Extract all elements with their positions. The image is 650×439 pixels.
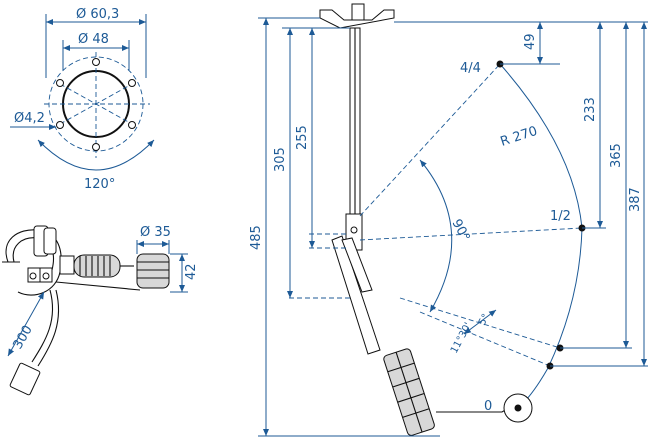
angle-5-label: 5° — [477, 312, 492, 327]
depth-255-label: 255 — [295, 125, 310, 150]
float-assembly: Ø 35 42 300 — [2, 225, 199, 396]
cable-length-label: 300 — [10, 323, 35, 352]
flange-angle-label: 120° — [84, 177, 115, 192]
float-height-label: 42 — [184, 263, 199, 280]
level-arm-view: 4/4 1/2 0 R 270 90° 11°30' 5° 485 305 25… — [249, 3, 648, 437]
dim-387-label: 387 — [628, 187, 643, 212]
radius-label: R 270 — [499, 124, 540, 150]
total-length-label: 485 — [249, 225, 264, 250]
position-half-label: 1/2 — [550, 209, 571, 224]
dim-49-label: 49 — [523, 33, 538, 50]
position-empty-label: 0 — [484, 399, 492, 414]
flange-bolt-circle-label: Ø 48 — [78, 32, 109, 47]
dim-365-label: 365 — [609, 143, 624, 168]
arm-float — [383, 348, 435, 436]
threaded-tube — [59, 254, 121, 278]
position-full-label: 4/4 — [460, 61, 481, 76]
float — [136, 253, 170, 289]
float-diameter-label: Ø 35 — [140, 225, 171, 240]
arm-head-flange — [319, 9, 395, 29]
flange-view: Ø 60,3 Ø 48 Ø4,2 120° — [10, 7, 155, 192]
dim-233-label: 233 — [583, 97, 598, 122]
cable-connector — [9, 362, 41, 396]
angle-1130-label: 11°30' — [449, 321, 474, 355]
depth-305-label: 305 — [273, 147, 288, 172]
flange-hole-diameter-label: Ø4,2 — [14, 111, 45, 126]
flange-outer-diameter-label: Ø 60,3 — [76, 7, 119, 22]
